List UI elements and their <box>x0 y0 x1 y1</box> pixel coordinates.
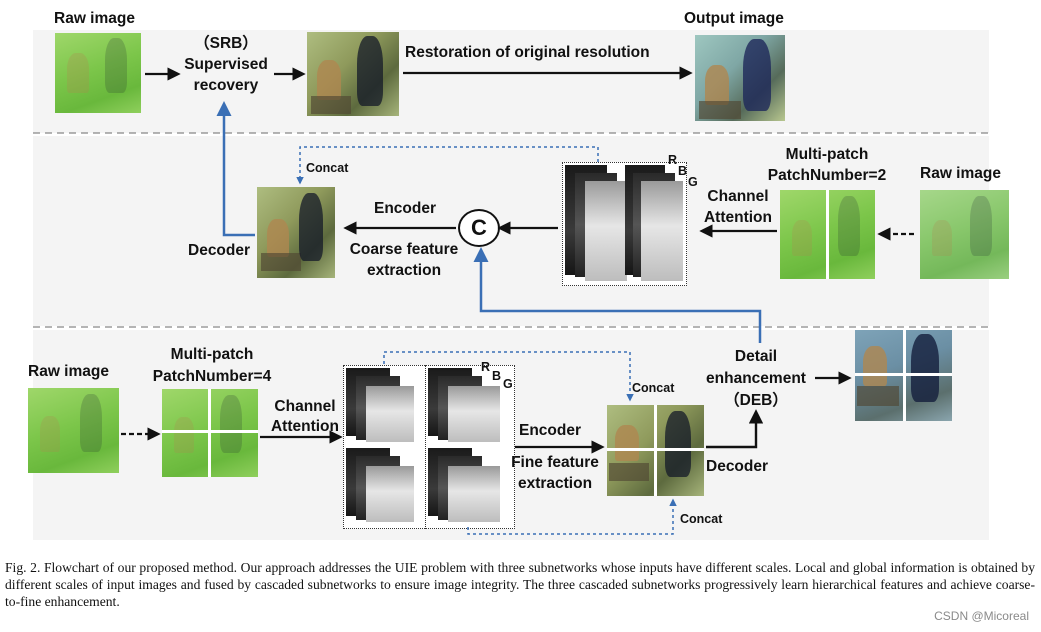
srb-line1: Supervised <box>184 56 268 73</box>
row3-concat-top-label: Concat <box>632 381 675 395</box>
row2-channel-line1: Channel <box>707 188 769 205</box>
row3-decoder-label: Decoder <box>706 458 769 475</box>
row3-channel-line2: Attention <box>270 418 339 435</box>
row2-channel-line2: Attention <box>703 209 772 226</box>
row3-multipatch-line1: Multi-patch <box>170 346 254 363</box>
arrow-decoder-to-deb <box>706 409 764 449</box>
row2-channel-stack <box>562 162 687 286</box>
figure-caption: Fig. 2. Flowchart of our proposed method… <box>5 560 1035 609</box>
detail-line1: Detail <box>734 348 778 365</box>
row2-g-label: G <box>688 175 698 189</box>
row1-background <box>33 30 989 133</box>
row3-r-label: R <box>481 360 491 374</box>
dashed-concat-row3-top <box>383 351 634 402</box>
row3-decoder-output-image <box>607 405 704 496</box>
row3-g-label: G <box>503 377 513 391</box>
row2-r-label: R <box>668 153 678 167</box>
row2-raw-image-label: Raw image <box>920 165 1001 182</box>
row1-raw-image-label: Raw image <box>54 10 135 27</box>
row3-multipatch-image <box>162 389 258 477</box>
output-image <box>695 35 785 121</box>
coarse-line1: Coarse feature <box>349 241 459 258</box>
output-image-label: Output image <box>684 10 784 27</box>
fine-line2: extraction <box>517 475 593 492</box>
flowchart-figure: Raw image （SRB） Supervised recovery Rest… <box>28 10 1009 540</box>
row3-multipatch-line2: PatchNumber=4 <box>152 368 272 385</box>
row3-channel-stack-right <box>425 365 515 529</box>
srb-line2: recovery <box>193 77 259 94</box>
coarse-line2: extraction <box>366 262 442 279</box>
row1-raw-image <box>55 33 141 113</box>
fine-line1: Fine feature <box>511 454 599 471</box>
row3-raw-image-label: Raw image <box>28 363 109 380</box>
flow-arrows-layer <box>33 66 990 535</box>
row2-multipatch-image <box>780 190 875 279</box>
dashed-concat-row2 <box>296 146 599 185</box>
dashed-concat-row3-bottom <box>467 498 677 535</box>
arrow-decoder-to-srb <box>216 101 255 237</box>
row3-channel-stack-left <box>343 365 427 529</box>
row2-concat-label: Concat <box>306 161 349 175</box>
restoration-label: Restoration of original resolution <box>405 44 650 61</box>
row2-b-label: B <box>678 164 688 178</box>
detail-line2: enhancement <box>706 370 806 387</box>
row2-multipatch-line2: PatchNumber=2 <box>767 167 887 184</box>
deb-label: （DEB） <box>724 392 788 409</box>
srb-label: （SRB） <box>194 35 258 52</box>
row2-raw-image <box>920 190 1009 279</box>
concat-circle-icon: C <box>458 209 500 247</box>
row3-encoder-label: Encoder <box>519 422 582 439</box>
row2-multipatch-line1: Multi-patch <box>785 146 869 163</box>
row2-decoder-output-image <box>257 187 335 278</box>
row3-channel-line1: Channel <box>274 398 336 415</box>
row3-b-label: B <box>492 369 502 383</box>
row3-enhanced-output-image <box>855 330 952 421</box>
row1-srb-output-image <box>307 32 399 116</box>
arrow-detail-to-concat <box>473 247 762 343</box>
watermark: CSDN @Micoreal <box>934 609 1029 623</box>
row3-raw-image <box>28 388 119 473</box>
row3-concat-bottom-label: Concat <box>680 512 723 526</box>
row2-encoder-label: Encoder <box>374 200 437 217</box>
row2-decoder-label: Decoder <box>188 242 251 259</box>
